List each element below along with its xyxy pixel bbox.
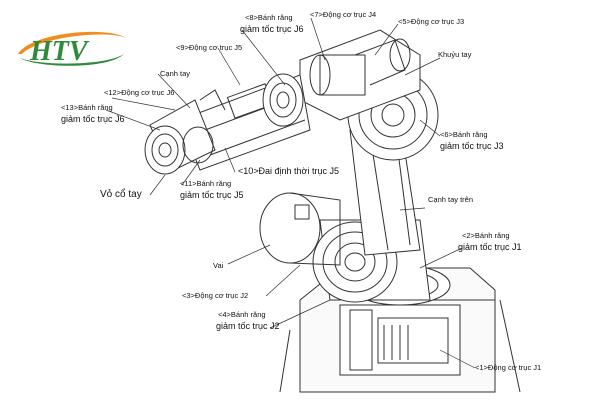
label-j4-motor: <7>Động cơ trục J4 xyxy=(310,10,377,19)
label-j6-motor: <12>Động cơ trục J6 xyxy=(104,88,175,97)
label-j1-reducer-line2: giảm tốc trục J1 xyxy=(458,242,522,252)
wrist-drawing xyxy=(144,89,226,175)
label-shoulder: Vai xyxy=(213,261,224,270)
label-j2-reducer-line1: <4>Bánh răng xyxy=(218,310,266,319)
label-j3-motor: <5>Động cơ trục J3 xyxy=(398,17,465,26)
label-j6-reducer-13-line2: giảm tốc trục J6 xyxy=(61,114,125,124)
leader-lines xyxy=(105,17,476,369)
label-j6-reducer-8-line1: <8>Bánh răng xyxy=(245,13,293,22)
label-j6-reducer-8-line2: giảm tốc trục J6 xyxy=(240,24,304,34)
label-j3-reducer-line1: <6>Bánh răng xyxy=(440,130,488,139)
label-j3-reducer-line2: giảm tốc trục J3 xyxy=(440,141,504,151)
j6-reducer-drawing xyxy=(262,73,304,127)
htv-logo: HTV xyxy=(12,24,130,74)
label-j5-reducer-line1: <11>Bánh răng xyxy=(180,179,232,188)
logo-text: HTV xyxy=(29,36,90,67)
label-elbow: Khuỷu tay xyxy=(438,50,472,59)
elbow-drawing xyxy=(299,29,421,121)
label-j1-motor: <1>Động cơ trục J1 xyxy=(475,363,542,372)
label-forearm: Cạnh tay xyxy=(160,69,191,78)
label-j1-reducer-line1: <2>Bánh răng xyxy=(462,231,510,240)
label-j5-timing-belt: <10>Đai định thời trục J5 xyxy=(238,166,339,176)
label-wrist-housing: Vỏ cổ tay xyxy=(100,189,142,200)
logo-swoosh-icon: HTV xyxy=(18,31,126,67)
label-j2-reducer-line2: giảm tốc trục J2 xyxy=(216,321,280,331)
label-upper-arm: Cạnh tay trên xyxy=(428,195,474,204)
j2-motor-drawing xyxy=(259,192,341,266)
label-j5-reducer-line2: giảm tốc trục J5 xyxy=(180,190,244,200)
label-j6-reducer-13-line1: <13>Bánh răng xyxy=(61,103,113,112)
label-j5-motor: <9>Động cơ trục J5 xyxy=(176,43,243,52)
label-j2-motor: <3>Động cơ trục J2 xyxy=(182,291,249,300)
